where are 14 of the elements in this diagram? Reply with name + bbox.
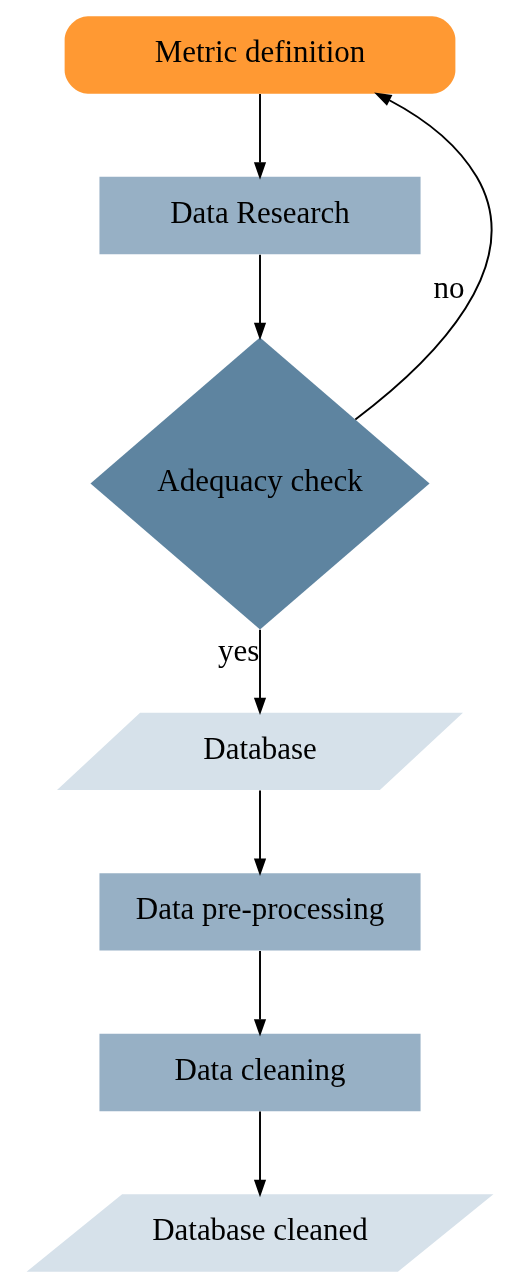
arrow [253, 1110, 267, 1198]
arrow [253, 253, 267, 341]
arrow [253, 93, 267, 180]
edge-label: no [433, 270, 465, 306]
node-diamond: Adequacy check [90, 337, 430, 630]
edge-label: yes [218, 633, 260, 669]
arrow [253, 950, 267, 1037]
node-box: Metric definition [64, 16, 456, 94]
node-box: Data cleaning [99, 1033, 421, 1112]
arrow [253, 789, 267, 877]
arrow [354, 92, 493, 421]
node-box: Data Research [99, 176, 421, 255]
node-box: Data pre-processing [99, 873, 421, 951]
arrow [253, 628, 267, 716]
